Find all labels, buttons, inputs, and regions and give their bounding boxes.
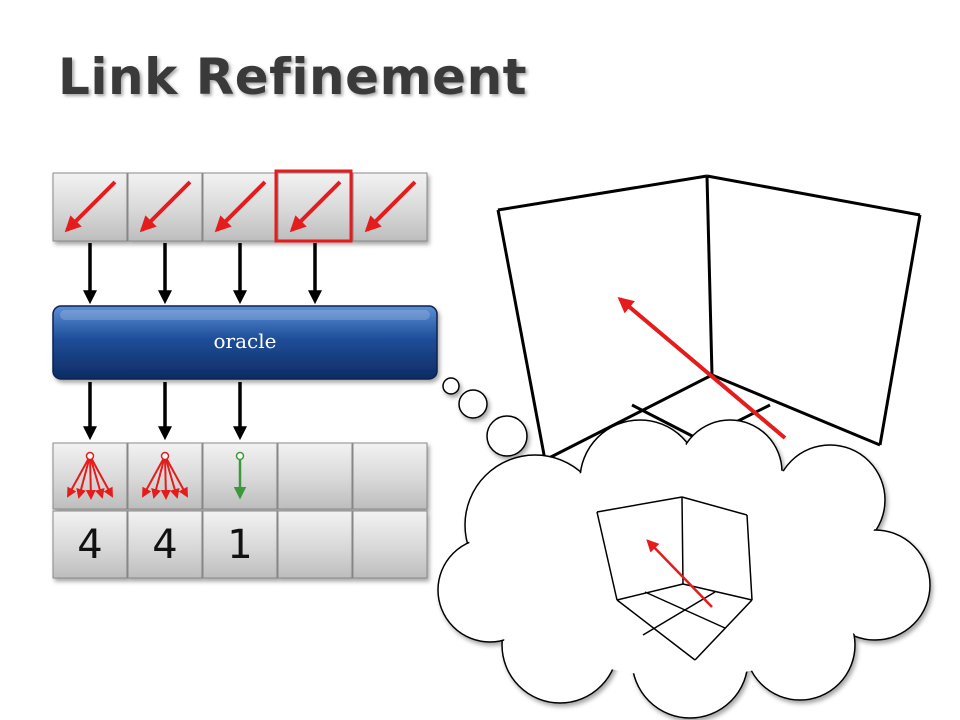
link-arrow <box>364 180 417 233</box>
input-arrows <box>83 243 322 305</box>
room-sketch <box>496 174 922 462</box>
top-link-row <box>52 169 428 243</box>
fanout-arrows <box>67 455 113 500</box>
link-arrow <box>214 180 267 233</box>
link-arrow <box>139 180 192 233</box>
thought-cloud-fill <box>440 422 928 716</box>
count-cell <box>202 510 278 579</box>
refined-cell-4 <box>277 442 353 510</box>
count-value: 1 <box>227 522 252 568</box>
count-cell <box>52 510 128 579</box>
count-cell <box>277 510 353 579</box>
selection-box <box>274 169 353 243</box>
top-cell-1 <box>52 172 128 242</box>
room-link-arrow <box>617 296 787 440</box>
refined-cell-5 <box>352 442 428 510</box>
top-cell-2 <box>127 172 203 242</box>
link-arrow <box>64 180 117 233</box>
refined-cell-1 <box>52 442 128 510</box>
mini-link-arrow <box>646 539 713 608</box>
top-cell-5 <box>352 172 428 242</box>
oracle-bar: oracle <box>52 305 438 380</box>
link-arrow <box>289 180 342 233</box>
fanout-arrows <box>142 455 188 500</box>
count-cell <box>352 510 428 579</box>
top-cell-3 <box>202 172 278 242</box>
top-cell-4 <box>277 172 353 242</box>
output-arrows <box>83 382 247 441</box>
refined-cell-3 <box>202 442 278 510</box>
mini-room-sketch <box>596 496 753 661</box>
refined-cell-2 <box>127 442 203 510</box>
count-cell <box>127 510 203 579</box>
count-value: 4 <box>77 522 102 568</box>
refined-link-row <box>52 442 428 510</box>
oracle-label: oracle <box>214 329 277 353</box>
count-value: 4 <box>152 522 177 568</box>
slide-title: Link Refinement <box>58 48 528 106</box>
count-row: 4 4 1 <box>52 510 428 579</box>
